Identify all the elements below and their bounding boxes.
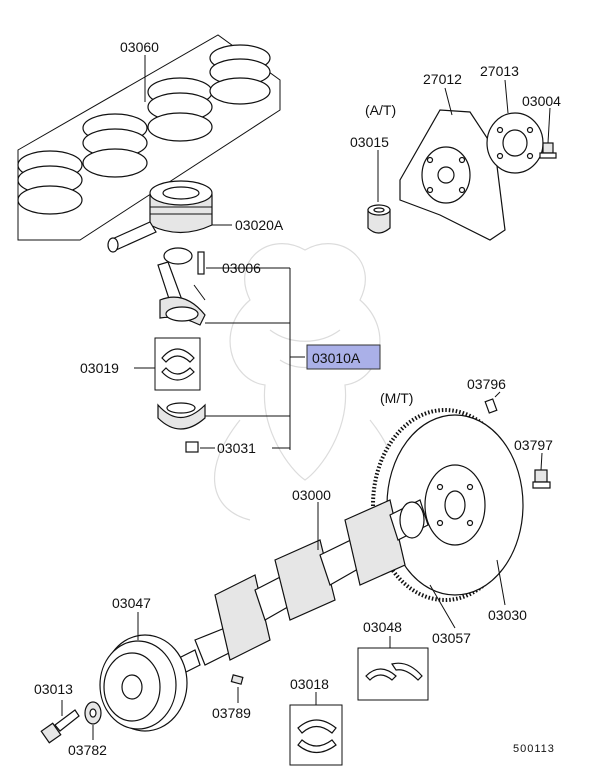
rod-bearing[interactable] <box>154 337 201 391</box>
label-washer: 03782 <box>68 742 107 758</box>
pin[interactable] <box>484 398 498 414</box>
label-assembly[interactable]: 03010A <box>312 350 361 366</box>
flywheel[interactable] <box>371 408 524 602</box>
label-rod-bearing: 03019 <box>80 360 119 376</box>
rod-nut[interactable] <box>185 441 199 453</box>
label-ring-gear: 03057 <box>432 630 471 646</box>
key[interactable] <box>230 674 244 685</box>
main-bearing[interactable] <box>357 647 429 701</box>
pulley-bolt[interactable] <box>40 709 80 744</box>
diagram-code: 500113 <box>513 743 555 755</box>
rod-cap[interactable] <box>157 402 206 430</box>
label-crankshaft: 03000 <box>292 487 331 503</box>
crank-pulley[interactable] <box>99 634 188 732</box>
label-flywheel: 03030 <box>488 607 527 623</box>
thrust-bearing[interactable] <box>289 704 343 766</box>
assembly-highlight <box>306 344 381 370</box>
label-pulley-bolt: 03013 <box>34 681 73 697</box>
washer[interactable] <box>84 701 102 725</box>
watermark-emblem <box>214 243 396 521</box>
crankshaft[interactable] <box>174 499 429 676</box>
label-thrust-bearing: 03018 <box>290 676 329 692</box>
label-pulley: 03047 <box>112 595 151 611</box>
drive-plate[interactable] <box>399 109 506 241</box>
plate-bolt[interactable] <box>539 142 557 159</box>
label-pin: 03796 <box>467 376 506 392</box>
piston-rings-group[interactable] <box>17 34 281 241</box>
label-flywheel-bolt: 03797 <box>514 437 553 453</box>
bushing[interactable] <box>367 204 391 234</box>
label-main-bearing: 03048 <box>363 619 402 635</box>
label-bushing: 03015 <box>350 134 389 150</box>
label-key: 03789 <box>212 705 251 721</box>
adapter-plate[interactable] <box>486 112 544 174</box>
connecting-rod[interactable] <box>157 247 206 326</box>
label-rod-nut: 03031 <box>217 440 256 456</box>
label-plate-bolt: 03004 <box>522 93 561 109</box>
label-variant-auto: (A/T) <box>365 102 396 118</box>
label-rings: 03060 <box>120 39 159 55</box>
piston[interactable] <box>107 180 213 253</box>
label-adapter-plate: 27013 <box>480 63 519 79</box>
flywheel-bolt[interactable] <box>532 469 551 489</box>
label-rod-bolt: 03006 <box>222 260 261 276</box>
label-piston: 03020A <box>235 217 284 233</box>
label-drive-plate: 27012 <box>423 71 462 87</box>
label-variant-manual: (M/T) <box>380 390 413 406</box>
